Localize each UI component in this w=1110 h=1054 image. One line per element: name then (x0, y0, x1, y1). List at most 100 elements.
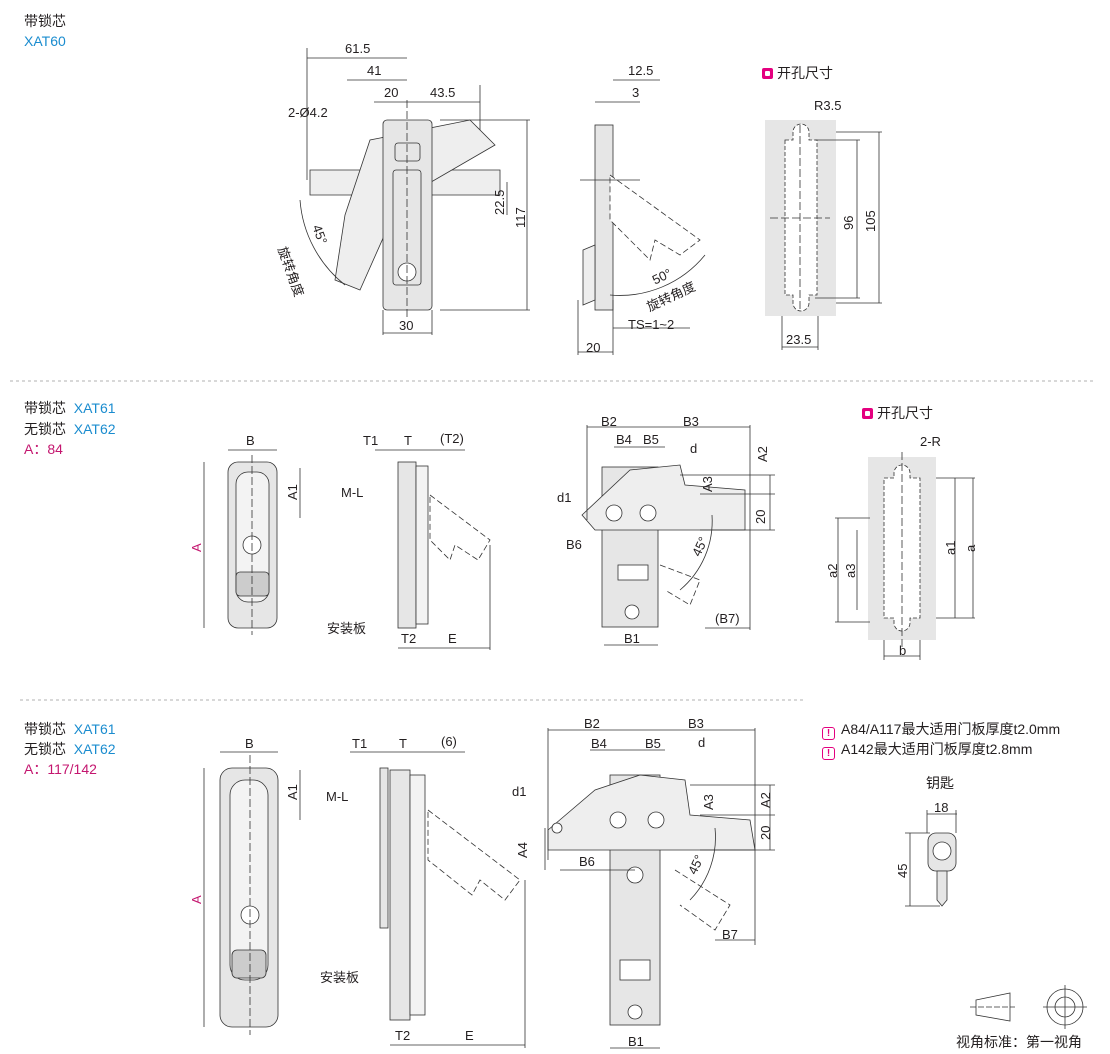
dim: (B7) (715, 611, 740, 626)
dim: 12.5 (628, 63, 654, 78)
dim: A1 (285, 484, 300, 500)
xat60-front-view (299, 48, 530, 335)
dim: a2 (825, 563, 840, 578)
dim: T (404, 433, 412, 448)
dim: T (399, 736, 407, 751)
dim: 96 (841, 215, 856, 230)
dim: B6 (566, 537, 582, 552)
mounting-plate-label: 安装板 (327, 621, 367, 636)
dim: A (189, 543, 204, 552)
dim: B2 (584, 716, 600, 731)
mounting-plate-label: 安装板 (320, 970, 360, 985)
dim: 20 (586, 340, 601, 355)
label: 无锁芯 (24, 741, 66, 757)
dim: A4 (515, 842, 530, 858)
dim: E (465, 1028, 474, 1043)
dim: 105 (863, 210, 878, 232)
dim: T2 (395, 1028, 411, 1043)
dim: B1 (628, 1034, 644, 1049)
dim: 30 (399, 318, 414, 333)
cutout-title-text: 开孔尺寸 (777, 65, 833, 81)
dim: 20 (384, 85, 399, 100)
xat61-84-front-view (203, 449, 301, 635)
square-bullet-icon (862, 408, 873, 419)
dim: d (690, 441, 698, 456)
dim: B3 (683, 414, 699, 429)
dim: 20 (758, 825, 773, 840)
xat61-117-side-view (350, 751, 526, 1048)
note: ! A84/A117最大适用门板厚度t2.0mm (822, 722, 1060, 740)
model: XAT61 (73, 721, 116, 737)
dim: d1 (557, 490, 572, 505)
a-value: A：117/142 (24, 761, 97, 777)
dim: M-L (326, 789, 349, 804)
dim: A2 (755, 446, 770, 462)
dim: a3 (843, 563, 858, 578)
a-value: A：84 (24, 441, 63, 457)
xat61-117-mech-view (544, 728, 775, 1049)
dim: B7 (722, 927, 738, 942)
dim: T1 (352, 736, 368, 751)
dim: R3.5 (814, 98, 842, 113)
dim: 22.5 (492, 189, 507, 215)
xat61-117-front-view (203, 751, 301, 1035)
dim: B1 (624, 631, 640, 646)
label: 带锁芯 (24, 400, 66, 416)
model-line: 带锁芯 XAT61 (24, 722, 116, 736)
dim: (T2) (440, 431, 464, 446)
note-text: A142最大适用门板厚度t2.8mm (841, 741, 1033, 757)
dim: B4 (591, 736, 607, 751)
note: ! A142最大适用门板厚度t2.8mm (822, 742, 1032, 760)
dim: d1 (512, 784, 527, 799)
key-drawing (905, 810, 957, 907)
note-text: A84/A117最大适用门板厚度t2.0mm (841, 721, 1061, 737)
dim: B6 (579, 854, 595, 869)
label: 带锁芯 (24, 721, 66, 737)
dim: A3 (701, 794, 716, 810)
dim: B (246, 433, 255, 448)
dim: T2 (401, 631, 417, 646)
square-bullet-icon (762, 68, 773, 79)
key-title: 钥匙 (926, 775, 954, 791)
section1-title: 带锁芯 (24, 13, 66, 29)
dim: 117 (513, 207, 528, 228)
dim: B2 (601, 414, 617, 429)
dim: 3 (632, 85, 640, 100)
dim: b (899, 643, 907, 658)
xat61-84-mech-view (581, 425, 775, 646)
model: XAT62 (73, 421, 116, 437)
dim: T1 (363, 433, 379, 448)
warning-icon: ! (822, 747, 835, 760)
dim: a (963, 544, 978, 552)
dim: 41 (367, 63, 382, 78)
dim-hole: 2-Ø4.2 (288, 105, 328, 120)
model-line: 带锁芯 XAT61 (24, 401, 116, 415)
model: XAT61 (73, 400, 116, 416)
dim-ts: TS=1~2 (628, 317, 675, 332)
cutout-title: 开孔尺寸 (862, 406, 933, 420)
dim: A (189, 895, 204, 904)
dim: 20 (753, 509, 768, 524)
warning-icon: ! (822, 727, 835, 740)
dim: a1 (943, 540, 958, 555)
dim: 18 (934, 800, 949, 815)
dim: 45 (895, 863, 910, 878)
dim: B4 (616, 432, 632, 447)
dim: (6) (441, 734, 457, 749)
dim: d (698, 735, 706, 750)
projection-standard: 视角标准：第一视角 (956, 1034, 1082, 1050)
dim: A2 (758, 792, 773, 808)
xat60-side-view (577, 79, 706, 355)
dim: 43.5 (430, 85, 456, 100)
model-line: 无锁芯 XAT62 (24, 742, 116, 756)
first-angle-projection-symbol (970, 985, 1087, 1029)
cutout-title: 开孔尺寸 (762, 66, 833, 80)
dim: M-L (341, 485, 364, 500)
dim: B (245, 736, 254, 751)
model-line: 无锁芯 XAT62 (24, 422, 116, 436)
dim: E (448, 631, 457, 646)
dim: 23.5 (786, 332, 812, 347)
dim: 61.5 (345, 41, 371, 56)
section1-model: XAT60 (24, 33, 66, 49)
